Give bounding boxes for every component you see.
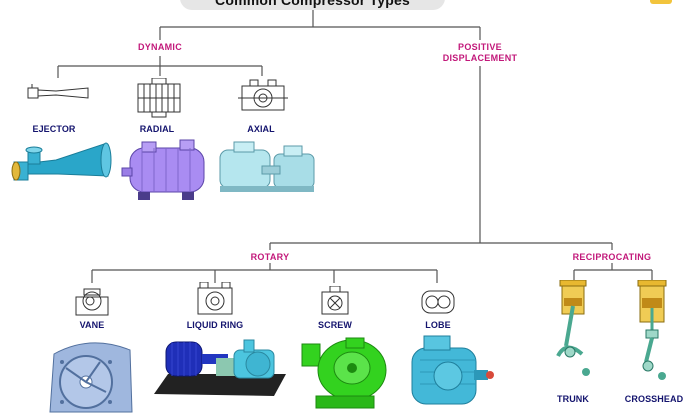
label-lobe: LOBE xyxy=(425,320,451,330)
diagram-title: Common Compressor Types xyxy=(180,0,445,10)
label-screw: SCREW xyxy=(318,320,352,330)
trunk-compressor-illustration xyxy=(556,280,590,376)
liquid-ring-compressor-illustration xyxy=(154,339,286,396)
radial-compressor-illustration xyxy=(121,139,205,200)
screw-schematic-icon xyxy=(321,286,349,315)
crosshead-compressor-illustration xyxy=(637,280,667,380)
label-crosshead: CROSSHEAD xyxy=(624,394,684,404)
label-trunk: TRUNK xyxy=(557,394,589,404)
axial-schematic-icon xyxy=(238,79,288,111)
liquid-ring-schematic-icon xyxy=(197,282,233,315)
label-axial: AXIAL xyxy=(247,124,275,134)
vane-compressor-illustration xyxy=(49,342,133,413)
corner-badge xyxy=(650,0,672,4)
radial-schematic-icon xyxy=(137,78,181,118)
category-rotary: ROTARY xyxy=(250,252,290,262)
label-vane: VANE xyxy=(79,320,105,330)
label-ejector: EJECTOR xyxy=(32,124,76,134)
lobe-compressor-illustration xyxy=(411,335,494,405)
category-dynamic: DYNAMIC xyxy=(137,42,183,52)
label-liquid-ring: LIQUID RING xyxy=(186,320,244,330)
lobe-schematic-icon xyxy=(421,290,455,314)
axial-compressor-illustration xyxy=(219,141,315,192)
screw-compressor-illustration xyxy=(301,337,387,409)
category-reciprocating: RECIPROCATING xyxy=(572,252,652,262)
vane-schematic-icon xyxy=(75,288,109,316)
ejector-compressor-illustration xyxy=(11,142,112,181)
label-radial: RADIAL xyxy=(139,124,175,134)
ejector-schematic-icon xyxy=(27,84,89,99)
